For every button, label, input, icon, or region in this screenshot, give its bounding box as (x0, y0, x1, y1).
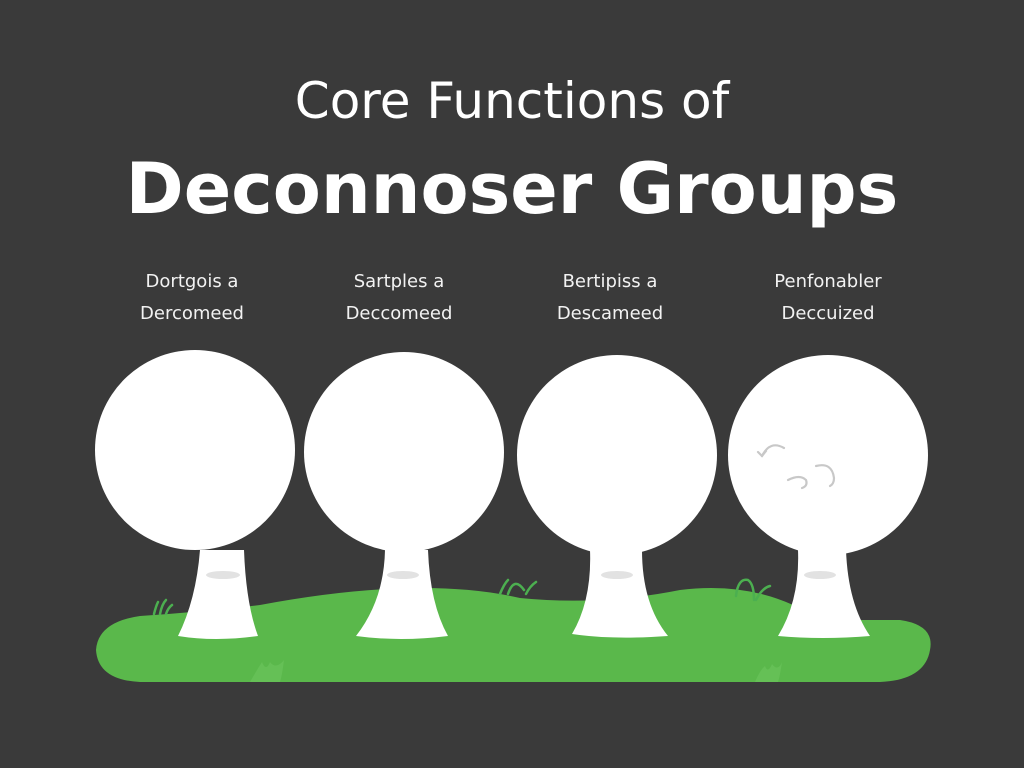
group-label-2-line-1: Sartples a (353, 271, 445, 292)
group-label-3-line-2: Descameed (556, 303, 664, 324)
group-label-3: Bertipiss a Descameed (500, 266, 720, 330)
group-label-3-line-1: Bertipiss a (562, 271, 658, 292)
group-label-1-line-1: Dortgois a (145, 271, 239, 292)
tree-icon-3 (517, 355, 717, 638)
group-label-1: Dortgois a Dercomeed (82, 266, 302, 330)
group-label-4-line-2: Deccuized (781, 303, 875, 324)
curved-arrows-icon (756, 444, 836, 490)
group-label-1-line-2: Dercomeed (140, 303, 244, 324)
tree-icon-2 (304, 352, 504, 639)
tree-icon-1 (95, 350, 295, 639)
grass-icon (152, 578, 772, 616)
ground-hill-icon (96, 588, 931, 682)
title-line-1: Core Functions of (294, 72, 730, 130)
title-line-2: Deconnoser Groups (125, 148, 899, 230)
group-label-2: Sartples a Deccomeed (289, 266, 509, 330)
group-label-2-line-2: Deccomeed (345, 303, 453, 324)
group-label-4: Penfonabler Deccuized (718, 266, 938, 330)
group-label-4-line-1: Penfonabler (774, 271, 882, 292)
tree-icon-4 (728, 355, 928, 638)
